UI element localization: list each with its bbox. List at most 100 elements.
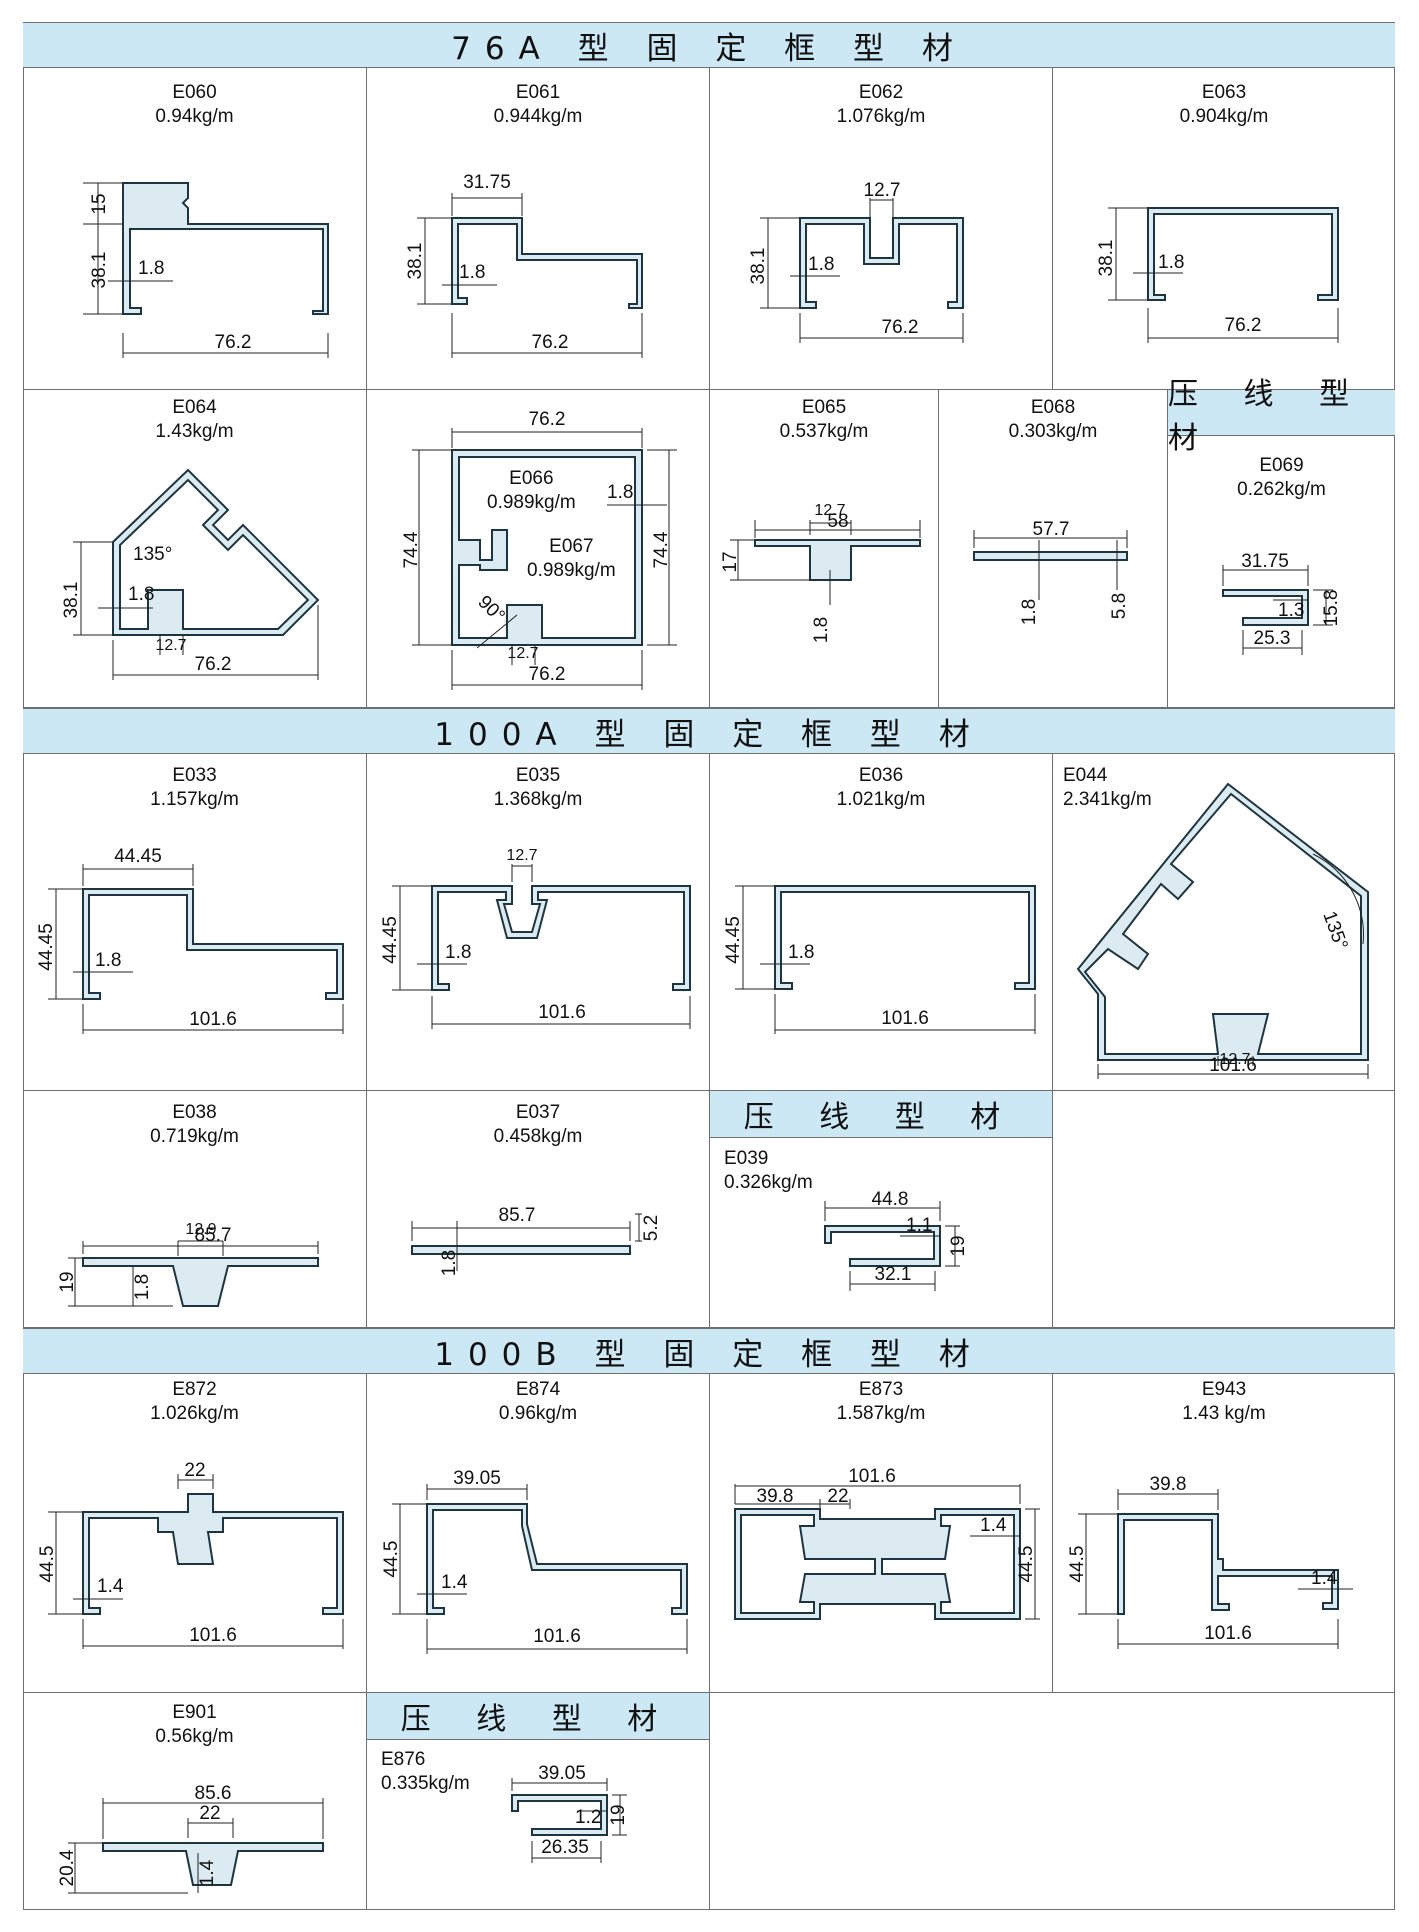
section-header-100a: 100A 型 固 定 框 型 材 <box>23 708 1395 754</box>
svg-text:38.1: 38.1 <box>61 582 82 619</box>
svg-text:12.7: 12.7 <box>864 180 901 201</box>
svg-text:38.1: 38.1 <box>748 248 769 285</box>
svg-text:38.1: 38.1 <box>405 243 426 280</box>
svg-text:44.8: 44.8 <box>872 1189 909 1210</box>
svg-text:5.2: 5.2 <box>641 1215 662 1241</box>
profile-drawing-E876: 39.05 1.2 19 26.35 <box>511 1763 629 1863</box>
profile-weight: 1.587kg/m <box>836 1403 926 1424</box>
subheader-100b-glazing-bead: 压 线 型 材 <box>367 1693 710 1740</box>
profile-code: E067 <box>549 536 594 557</box>
svg-text:1.2: 1.2 <box>575 1807 601 1828</box>
profile-code: E062 <box>858 82 904 103</box>
profile-label: E044 2.341kg/m <box>1063 764 1405 812</box>
svg-text:15: 15 <box>89 193 110 214</box>
profile-drawing-E066-E067: 76.2 1.8 74.4 74.4 90° 12.7 76.2 <box>401 409 677 690</box>
svg-text:1.8: 1.8 <box>128 584 154 605</box>
svg-text:22: 22 <box>184 1460 205 1481</box>
profile-weight: 2.341kg/m <box>1063 789 1152 810</box>
svg-text:12.7: 12.7 <box>155 637 186 654</box>
profile-drawing-E874: 39.05 44.5 1.4 101.6 <box>381 1468 688 1654</box>
profile-weight: 0.96kg/m <box>498 1403 578 1424</box>
svg-text:5.8: 5.8 <box>1109 593 1130 619</box>
profile-drawing-E063: 38.1 1.8 76.2 <box>1096 207 1339 343</box>
svg-text:44.5: 44.5 <box>381 1541 402 1578</box>
profile-weight: 1.43kg/m <box>155 421 234 442</box>
profile-code: E065 <box>801 397 847 418</box>
profile-drawing-E943: 39.8 44.5 1.4 101.6 <box>1067 1474 1353 1649</box>
svg-text:26.35: 26.35 <box>541 1837 589 1858</box>
svg-text:76.2: 76.2 <box>215 332 252 353</box>
svg-text:20.4: 20.4 <box>57 1849 78 1886</box>
svg-text:101.6: 101.6 <box>1204 1623 1252 1644</box>
svg-text:1.8: 1.8 <box>132 1274 153 1300</box>
svg-text:39.05: 39.05 <box>538 1763 586 1784</box>
svg-text:38.1: 38.1 <box>89 252 110 289</box>
profile-weight: 1.021kg/m <box>836 789 926 810</box>
profile-weight: 0.262kg/m <box>1237 479 1326 500</box>
profile-drawing-E035: 12.7 44.45 1.8 101.6 <box>380 847 691 1029</box>
svg-text:1.8: 1.8 <box>95 950 121 971</box>
svg-text:12.7: 12.7 <box>1219 1051 1250 1068</box>
profile-weight: 1.43 kg/m <box>1182 1403 1266 1424</box>
svg-text:1.8: 1.8 <box>1158 252 1184 273</box>
svg-text:57.7: 57.7 <box>1033 519 1070 540</box>
profile-drawing-E036: 44.45 1.8 101.6 <box>723 885 1036 1034</box>
profile-drawing-E873: 101.6 39.8 22 1.4 44.5 <box>734 1466 1040 1620</box>
profile-weight: 0.944kg/m <box>493 106 583 127</box>
svg-text:19: 19 <box>948 1235 969 1256</box>
svg-text:44.5: 44.5 <box>37 1546 58 1583</box>
section-header-100b: 100B 型 固 定 框 型 材 <box>23 1328 1395 1374</box>
svg-text:25.3: 25.3 <box>1254 628 1291 649</box>
svg-text:135°: 135° <box>133 544 172 565</box>
profile-code: E060 <box>172 82 217 103</box>
svg-text:44.5: 44.5 <box>1016 1546 1037 1583</box>
profile-code: E063 <box>1201 82 1247 103</box>
svg-text:1.8: 1.8 <box>808 254 834 275</box>
svg-text:1.8: 1.8 <box>138 258 164 279</box>
svg-text:1.4: 1.4 <box>197 1859 218 1886</box>
svg-text:1.8: 1.8 <box>1019 599 1040 625</box>
svg-text:12.7: 12.7 <box>506 847 537 864</box>
svg-text:1.8: 1.8 <box>811 617 832 643</box>
svg-text:39.05: 39.05 <box>453 1468 501 1489</box>
svg-text:1.3: 1.3 <box>1278 600 1304 621</box>
svg-text:19: 19 <box>57 1271 78 1292</box>
svg-text:76.2: 76.2 <box>529 664 566 685</box>
svg-text:1.4: 1.4 <box>97 1576 124 1597</box>
profile-code: E044 <box>1063 765 1108 786</box>
svg-text:101.6: 101.6 <box>848 1466 896 1487</box>
subheader-100a-glazing-bead: 压 线 型 材 <box>710 1091 1053 1138</box>
profile-drawing-E061: 31.75 38.1 1.8 76.2 <box>405 172 643 358</box>
profile-weight: 1.076kg/m <box>836 106 926 127</box>
profile-drawing-E039: 44.8 1.1 19 32.1 <box>824 1189 969 1291</box>
svg-text:1.8: 1.8 <box>445 942 471 963</box>
svg-text:1.4: 1.4 <box>441 1572 468 1593</box>
profile-weight: 0.537kg/m <box>779 421 869 442</box>
svg-text:85.7: 85.7 <box>195 1225 232 1246</box>
profile-code: E033 <box>172 765 217 786</box>
svg-text:31.75: 31.75 <box>463 172 511 193</box>
svg-text:74.4: 74.4 <box>401 531 422 568</box>
svg-text:101.6: 101.6 <box>1209 1055 1257 1076</box>
svg-text:12.7: 12.7 <box>814 502 845 519</box>
profile-code: E876 <box>381 1749 426 1770</box>
